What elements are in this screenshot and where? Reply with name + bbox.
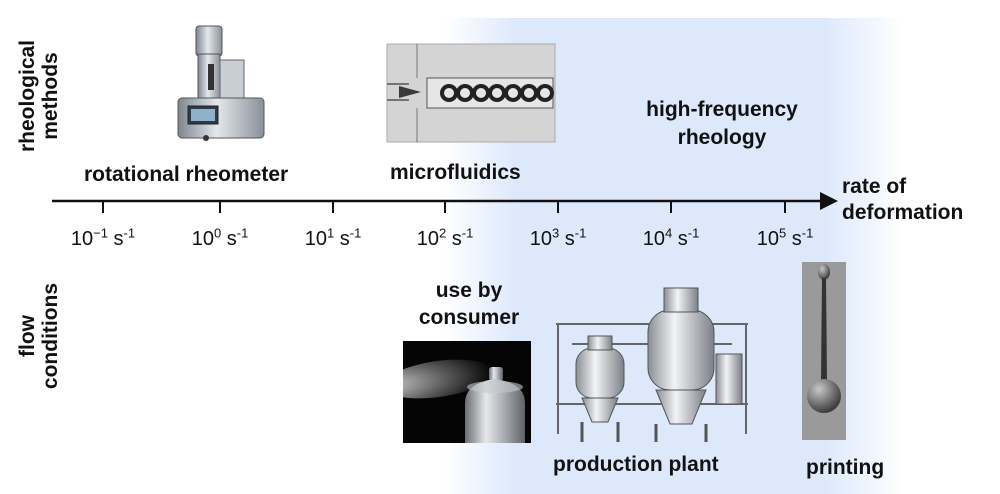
axis-tick-label: 10−1 s-1 — [70, 225, 136, 250]
axis-tick-label: 102 s-1 — [416, 225, 474, 250]
axis-arrowhead — [820, 192, 838, 210]
rotational-rheometer-image — [177, 25, 265, 141]
axis-tick-label: 104 s-1 — [642, 225, 700, 250]
spray-can-image — [383, 341, 531, 443]
label-microfluidics: microfluidics — [390, 161, 521, 184]
label-high-frequency-rheology: high-frequency rheology — [646, 98, 798, 149]
axis-tick-label: 101 s-1 — [304, 225, 362, 250]
label-rotational-rheometer: rotational rheometer — [84, 163, 289, 186]
axis-tick-label: 105 s-1 — [756, 225, 814, 250]
printing-droplet-image — [802, 262, 846, 440]
axis-label-rate-of-deformation: rate of deformation — [842, 175, 964, 224]
production-plant-image — [556, 287, 748, 442]
label-printing: printing — [806, 456, 885, 479]
axis-tick-label: 103 s-1 — [529, 225, 587, 250]
axis-tick-label: 100 s-1 — [191, 225, 249, 250]
label-production-plant: production plant — [553, 453, 719, 476]
label-use-by-consumer: use by consumer — [418, 279, 520, 329]
axis-ticks — [102, 201, 786, 213]
microfluidics-image — [386, 43, 556, 143]
